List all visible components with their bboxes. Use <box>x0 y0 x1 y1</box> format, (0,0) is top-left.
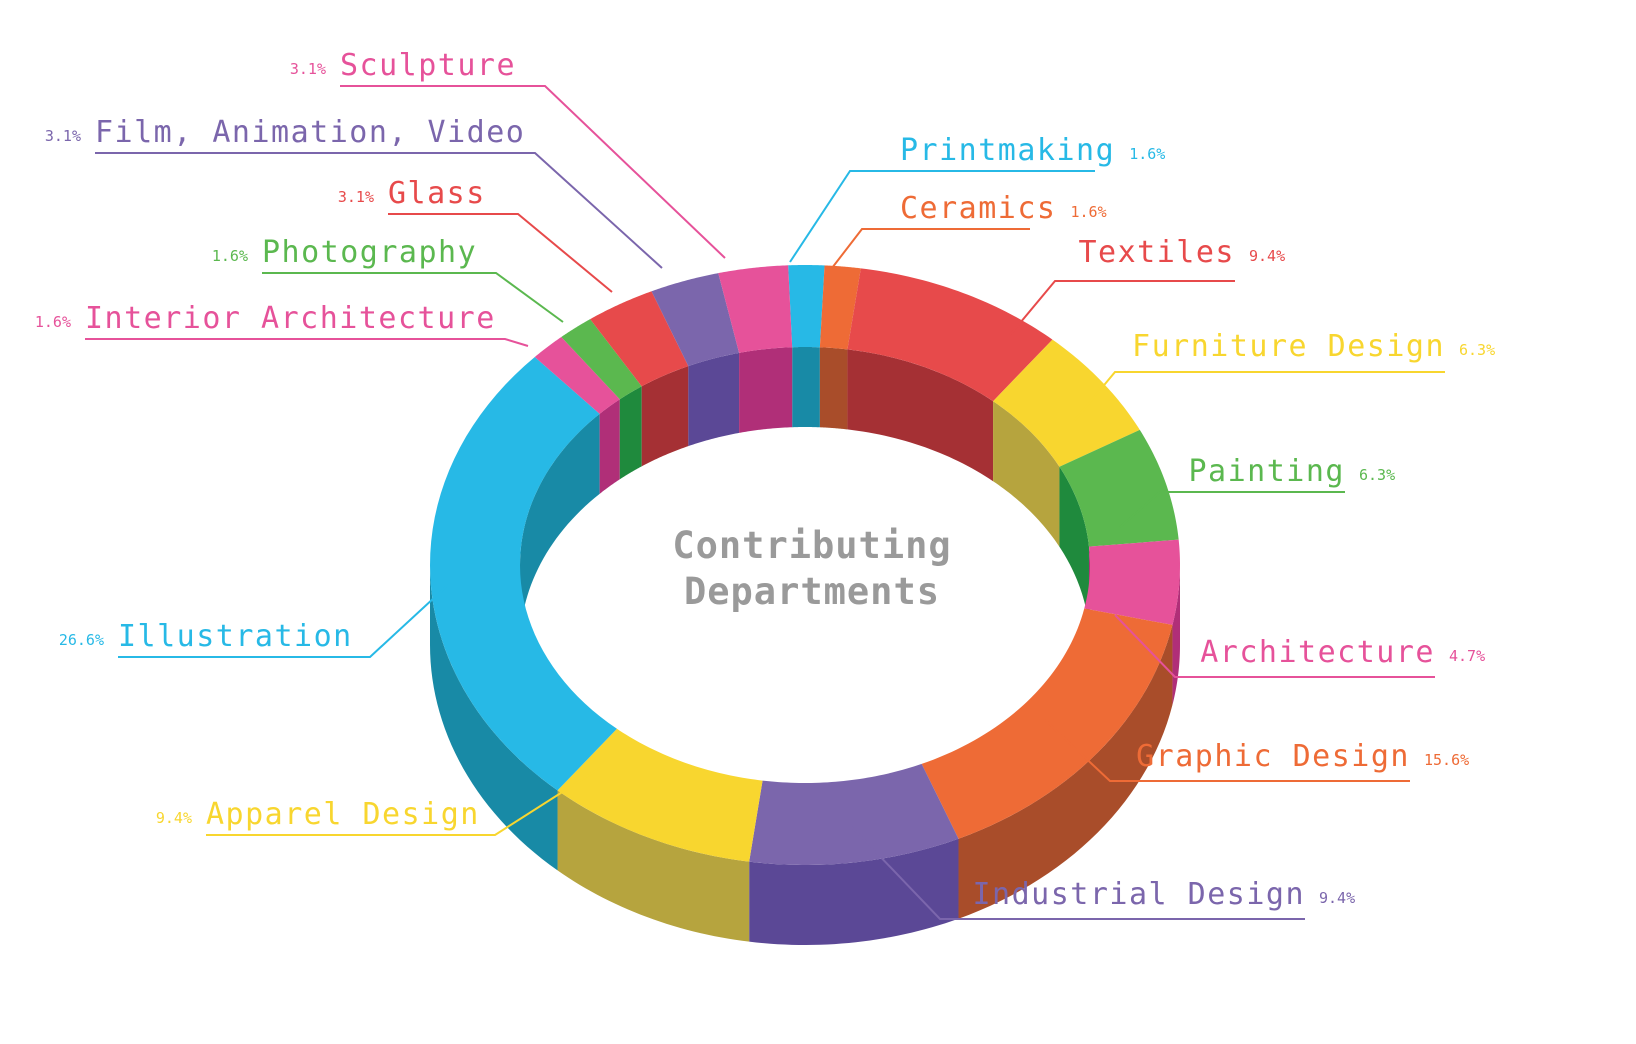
inner-wall-sculpture <box>739 347 793 433</box>
outer-wall-illustration <box>430 565 558 871</box>
label-furniture-design: Furniture Design <box>1132 329 1445 364</box>
leader-line-furniture-design <box>1074 371 1445 421</box>
percent-apparel-design: 9.4% <box>156 809 192 827</box>
percent-glass: 3.1% <box>338 188 374 206</box>
slice-film-animation-video <box>651 273 740 367</box>
leader-line-interior-architecture <box>85 338 529 347</box>
leader-line-printmaking <box>789 170 1095 263</box>
slice-sculpture <box>718 265 793 353</box>
donut-ring <box>430 265 1180 945</box>
leader-line-painting <box>1119 491 1345 528</box>
label-film-animation-video: Film, Animation, Video <box>95 115 525 150</box>
slice-interior-architecture <box>534 336 620 414</box>
label-interior-architecture: Interior Architecture <box>85 301 496 336</box>
outer-wall-apparel-design <box>557 790 750 942</box>
leader-line-graphic-design <box>1044 719 1410 782</box>
percent-painting: 6.3% <box>1359 466 1395 484</box>
label-sculpture: Sculpture <box>340 48 516 83</box>
label-glass: Glass <box>388 176 486 211</box>
label-industrial-design: Industrial Design <box>972 877 1305 912</box>
percent-furniture-design: 6.3% <box>1459 341 1495 359</box>
outer-wall-industrial-design <box>749 838 959 945</box>
label-printmaking: Printmaking <box>900 133 1115 168</box>
slice-illustration <box>430 356 617 791</box>
percent-textiles: 9.4% <box>1249 247 1285 265</box>
percent-industrial-design: 9.4% <box>1319 889 1355 907</box>
label-painting: Painting <box>1189 454 1346 489</box>
leader-line-glass <box>388 213 613 293</box>
inner-wall-glass <box>641 366 689 467</box>
outer-wall-architecture <box>1172 565 1180 705</box>
percent-graphic-design: 15.6% <box>1424 751 1469 769</box>
slice-architecture <box>1084 539 1180 625</box>
slice-apparel-design <box>557 728 763 862</box>
leader-line-sculpture <box>340 85 726 259</box>
label-ceramics: Ceramics <box>900 191 1057 226</box>
slice-painting <box>1059 429 1179 547</box>
label-apparel-design: Apparel Design <box>206 797 480 832</box>
inner-wall-printmaking <box>792 347 820 428</box>
label-architecture: Architecture <box>1200 635 1435 670</box>
inner-wall-furniture-design <box>993 401 1060 547</box>
leader-line-illustration <box>118 584 449 658</box>
percent-interior-architecture: 1.6% <box>35 313 71 331</box>
inner-wall-film-animation-video <box>688 352 740 447</box>
percent-ceramics: 1.6% <box>1071 203 1107 221</box>
slice-furniture-design <box>993 339 1140 467</box>
leader-line-film-animation-video <box>95 152 663 269</box>
percent-film-animation-video: 3.1% <box>45 127 81 145</box>
slice-textiles <box>847 268 1053 402</box>
leader-line-ceramics <box>831 228 1030 269</box>
slice-printmaking <box>788 265 825 348</box>
leader-line-industrial-design <box>849 824 1305 920</box>
label-illustration: Illustration <box>118 619 353 654</box>
percent-illustration: 26.6% <box>59 631 104 649</box>
inner-wall-painting <box>1059 466 1089 627</box>
leader-line-textiles <box>1009 280 1235 336</box>
slice-labels: Printmaking 1.6% Ceramics 1.6% Textiles 9.4% F… <box>35 48 1495 912</box>
inner-wall-interior-architecture <box>599 399 620 494</box>
label-textiles: Textiles <box>1079 235 1236 270</box>
outer-wall-graphic-design <box>958 624 1173 919</box>
inner-wall-ceramics <box>819 347 848 430</box>
label-graphic-design: Graphic Design <box>1136 739 1410 774</box>
slice-photography <box>561 319 642 400</box>
label-photography: Photography <box>262 235 477 270</box>
percent-architecture: 4.7% <box>1449 647 1485 665</box>
slice-graphic-design <box>921 608 1173 839</box>
percent-photography: 1.6% <box>212 247 248 265</box>
inner-wall-illustration <box>520 413 600 645</box>
leader-line-photography <box>262 272 564 323</box>
inner-wall-textiles <box>847 349 994 482</box>
inner-wall-photography <box>619 386 642 480</box>
leader-line-architecture <box>1114 614 1435 678</box>
slice-glass <box>590 291 689 387</box>
leader-line-apparel-design <box>206 767 601 836</box>
percent-sculpture: 3.1% <box>290 60 326 78</box>
slice-industrial-design <box>749 763 959 865</box>
leader-lines <box>85 85 1445 920</box>
percent-printmaking: 1.6% <box>1129 145 1165 163</box>
slice-ceramics <box>819 265 861 350</box>
